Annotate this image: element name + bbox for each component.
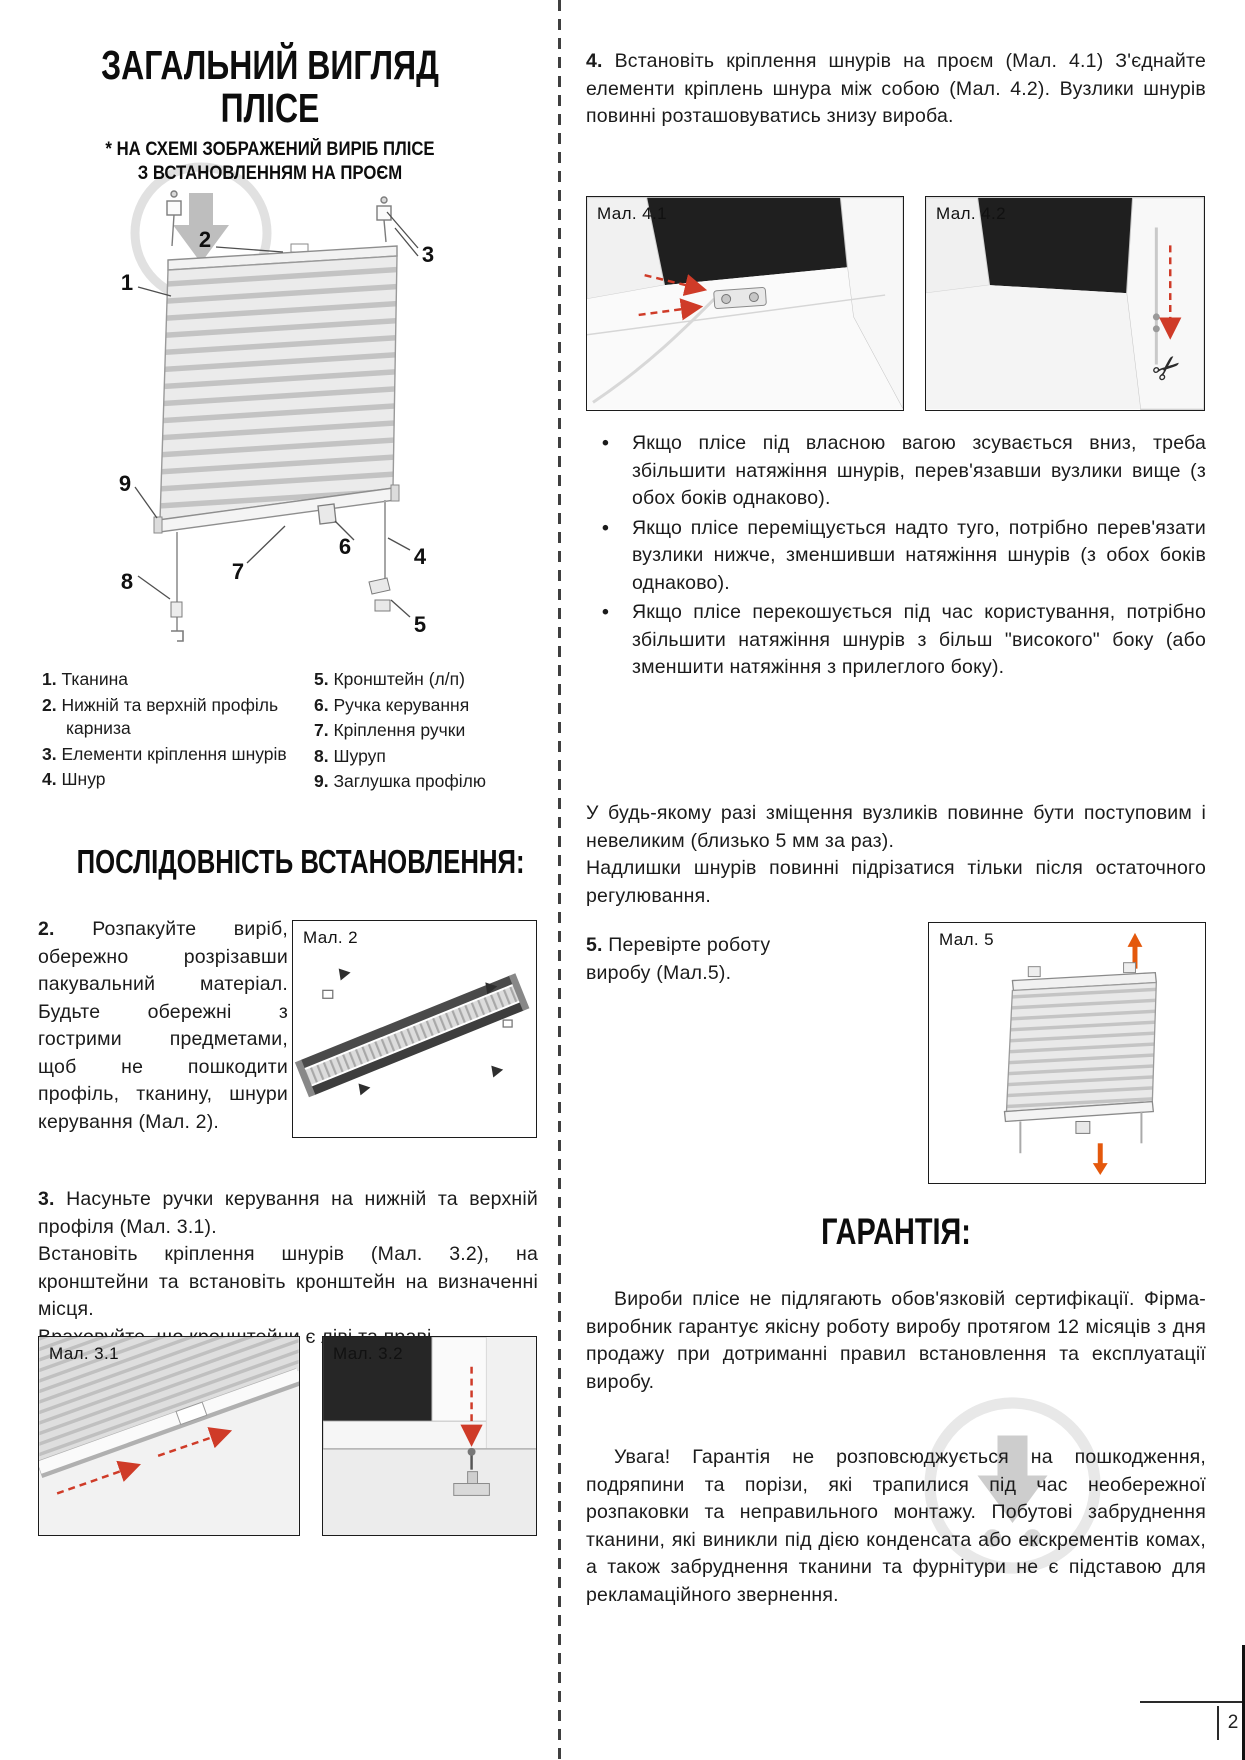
- step-3-text: 3. Насуньте ручки керування на нижній та…: [38, 1188, 538, 1348]
- callout-leader-lines: [134, 211, 419, 618]
- warranty-paragraph-2: Увага! Гарантія не розповсюджується на п…: [586, 1446, 1206, 1606]
- cords: [176, 500, 386, 631]
- callout-7: 7: [232, 559, 244, 584]
- warranty-paragraph-1: Вироби плісе не підлягають обов'язковій …: [586, 1288, 1206, 1393]
- legend-item: 1. Тканина: [42, 669, 129, 689]
- cord-knot: [1152, 313, 1160, 321]
- blinds-overview-diagram: 1 2 3 4 5 6 7 8 9: [25, 188, 540, 663]
- callout-4: 4: [414, 544, 427, 569]
- footer-tick: [1217, 1706, 1219, 1740]
- watermark-logo: [920, 1393, 1105, 1578]
- bracket: [368, 577, 391, 595]
- figure-5-image: [1003, 932, 1158, 1176]
- figure-3-2-label: Мал. 3.2: [333, 1344, 404, 1363]
- red-arrow: [638, 273, 708, 321]
- figure-2-image: [294, 968, 530, 1098]
- adjustment-note: У будь-якому разі зміщення вузликів пови…: [586, 802, 1206, 907]
- legend-item: 8. Шуруп: [314, 745, 386, 766]
- page-subtitle-line2: З ВСТАНОВЛЕННЯМ НА ПРОЄМ: [137, 162, 403, 184]
- step-4-text: 4. Встановіть кріплення шнурів на проєм …: [586, 50, 1206, 127]
- figure-4-2-label: Мал. 4.2: [936, 204, 1007, 223]
- page-title: ЗАГАЛЬНИЙ ВИГЛЯД ПЛІСЕ: [20, 42, 520, 132]
- step-2-number: 2.: [38, 918, 55, 940]
- legend-item: 2. Нижній та верхній профіль карниза: [42, 694, 279, 739]
- unpack-arrows: [338, 968, 504, 1096]
- legend-item: 7. Кріплення ручки: [314, 720, 466, 740]
- cord: [592, 297, 716, 404]
- cart-logo-icon: [924, 1397, 1101, 1574]
- figure-3-1: Мал. 3.1: [38, 1336, 300, 1536]
- callout-5: 5: [414, 612, 426, 637]
- figure-2-label: Мал. 2: [303, 928, 359, 947]
- footer-rule: [1140, 1701, 1245, 1703]
- pleated-fabric: [1005, 981, 1157, 1113]
- step-5-number: 5.: [586, 934, 603, 956]
- screw: [467, 1447, 476, 1456]
- bracket: [453, 1483, 490, 1496]
- step-5-text: 5. Перевірте роботу виробу (Мал.5).: [586, 934, 771, 984]
- figure-2: Мал. 2: [292, 920, 537, 1138]
- figure-5-label: Мал. 5: [939, 930, 995, 949]
- screw-piece: [170, 601, 183, 618]
- control-handle: [317, 503, 337, 525]
- cord-knot: [1152, 325, 1160, 333]
- bracket-hook: [171, 630, 184, 642]
- profile-end-cap: [153, 516, 163, 534]
- page-title-line1: ЗАГАЛЬНИЙ ВИГЛЯД: [101, 42, 439, 88]
- callout-2: 2: [199, 227, 211, 252]
- figure-4-1-label: Мал. 4.1: [597, 204, 668, 223]
- callout-6: 6: [339, 534, 351, 559]
- page-title-line2: ПЛІСЕ: [220, 85, 320, 132]
- pleated-fabric: [159, 255, 398, 521]
- callout-9: 9: [119, 471, 131, 496]
- legend-column-2: 5. Кронштейн (л/п) 6. Ручка керування 7.…: [314, 668, 542, 796]
- figure-3-2-image: [323, 1337, 536, 1535]
- red-arrow: [56, 1427, 233, 1495]
- list-item: • Якщо плісе перекошується під час корис…: [602, 601, 1206, 678]
- bullet-marker: •: [602, 432, 610, 454]
- legend-item: 5. Кронштейн (л/п): [314, 669, 465, 689]
- callout-8: 8: [121, 569, 133, 594]
- callout-3: 3: [422, 242, 434, 267]
- bullet-marker: •: [602, 516, 610, 539]
- adjustment-tips-list: • Якщо плісе під власною вагою зсуваєтьс…: [586, 430, 1206, 684]
- page-subtitle: * НА СХЕМІ ЗОБРАЖЕНИЙ ВИРІБ ПЛІСЕ З ВСТА…: [20, 138, 520, 186]
- legend-item: 9. Заглушка профілю: [314, 771, 486, 791]
- figure-3-2: Мал. 3.2: [322, 1336, 537, 1536]
- legend-column-1: 1. Тканина 2. Нижній та верхній профіль …: [42, 668, 314, 796]
- legend-item: 6. Ручка керування: [314, 694, 470, 715]
- callout-1: 1: [121, 270, 133, 295]
- page-edge-line: [1242, 1645, 1245, 1760]
- bracket: [374, 599, 391, 612]
- step-3-number: 3.: [38, 1188, 55, 1210]
- figure-4-1: Мал. 4.1: [586, 196, 904, 411]
- cord-fixing-elements: [166, 190, 392, 247]
- figure-4-1-image: [587, 197, 903, 410]
- top-clip: [290, 243, 309, 253]
- page-number: 2: [1227, 1712, 1239, 1733]
- arrow-down-icon: [1092, 1143, 1108, 1176]
- list-item: • Якщо плісе переміщується надто туго, п…: [602, 516, 1206, 594]
- figure-4-2-image: ✂: [926, 197, 1204, 410]
- step-2-text: 2. Розпакуйте виріб, обережно розрізавши…: [38, 918, 289, 1133]
- arrow-up-icon: [1127, 932, 1143, 969]
- legend-item: 3. Елементи кріплення шнурів: [42, 743, 287, 764]
- figure-4-2: Мал. 4.2 ✂: [925, 196, 1205, 411]
- list-item: • Якщо плісе під власною вагою зсуваєтьс…: [602, 432, 1206, 509]
- step-4-number: 4.: [586, 50, 603, 72]
- warranty-heading: ГАРАНТІЯ:: [821, 1211, 971, 1252]
- column-divider: [558, 0, 561, 1760]
- page-subtitle-line1: * НА СХЕМІ ЗОБРАЖЕНИЙ ВИРІБ ПЛІСЕ: [105, 139, 435, 160]
- legend-item: 4. Шнур: [42, 769, 106, 789]
- sequence-heading: ПОСЛІДОВНІСТЬ ВСТАНОВЛЕННЯ:: [76, 843, 525, 880]
- bullet-marker: •: [602, 601, 610, 623]
- profile-end-cap: [390, 484, 400, 502]
- diagram-legend: 1. Тканина 2. Нижній та верхній профіль …: [42, 668, 542, 796]
- cord-fixing-bracket: [713, 287, 767, 310]
- figure-3-1-label: Мал. 3.1: [49, 1344, 120, 1363]
- figure-5: Мал. 5: [928, 922, 1206, 1184]
- figure-3-1-image: [39, 1337, 299, 1535]
